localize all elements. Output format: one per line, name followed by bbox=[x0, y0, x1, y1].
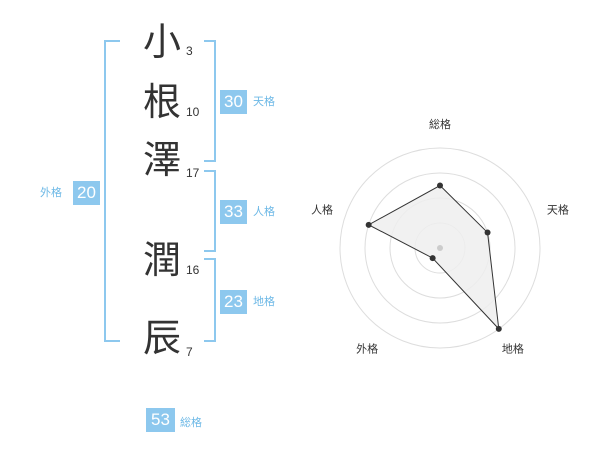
radar-point-2 bbox=[484, 229, 491, 236]
name-char-2: 根 bbox=[142, 80, 181, 124]
chikaku-label: 地格 bbox=[253, 295, 275, 308]
jinkaku-badge: 33 bbox=[220, 200, 247, 224]
soukaku-label: 総格 bbox=[180, 416, 202, 429]
radar-point-4 bbox=[429, 255, 436, 262]
chikaku-badge: 23 bbox=[220, 290, 247, 314]
jinkaku-label: 人格 bbox=[253, 205, 275, 218]
stroke-count-3: 17 bbox=[186, 166, 200, 180]
radar-points bbox=[365, 182, 502, 332]
radar-center-dot bbox=[437, 245, 443, 251]
name-char-3: 澤 bbox=[142, 138, 181, 182]
stroke-count-4: 16 bbox=[186, 263, 200, 277]
radar-point-5 bbox=[365, 221, 372, 228]
radar-point-3 bbox=[495, 325, 502, 332]
soukaku-badge: 53 bbox=[146, 408, 175, 432]
radar-ring bbox=[364, 172, 516, 324]
tenkaku-badge: 30 bbox=[220, 90, 247, 114]
stroke-count-5: 7 bbox=[186, 345, 193, 359]
tenkaku-label: 天格 bbox=[253, 95, 275, 108]
name-char-5: 辰 bbox=[142, 316, 181, 360]
radar-ring bbox=[339, 147, 541, 349]
gaikaku-bracket bbox=[104, 40, 120, 342]
name-char-1: 小 bbox=[142, 20, 181, 64]
gaikaku-badge: 20 bbox=[73, 181, 100, 205]
radar-point-1 bbox=[437, 182, 443, 189]
radar-axis-label-4: 外格 bbox=[356, 341, 378, 355]
radar-axis-label-3: 地格 bbox=[502, 341, 524, 355]
radar-axis-label-5: 人格 bbox=[311, 203, 333, 217]
chikaku-bracket bbox=[204, 258, 216, 342]
stroke-count-1: 3 bbox=[186, 44, 193, 58]
radar-axis-label-1: 総格 bbox=[429, 117, 451, 131]
name-char-4: 潤 bbox=[142, 238, 181, 282]
stroke-count-2: 10 bbox=[186, 105, 200, 119]
gaikaku-label: 外格 bbox=[40, 186, 62, 199]
radar-axis-label-2: 天格 bbox=[547, 203, 569, 217]
jinkaku-bracket bbox=[204, 170, 216, 252]
tenkaku-bracket bbox=[204, 40, 216, 162]
